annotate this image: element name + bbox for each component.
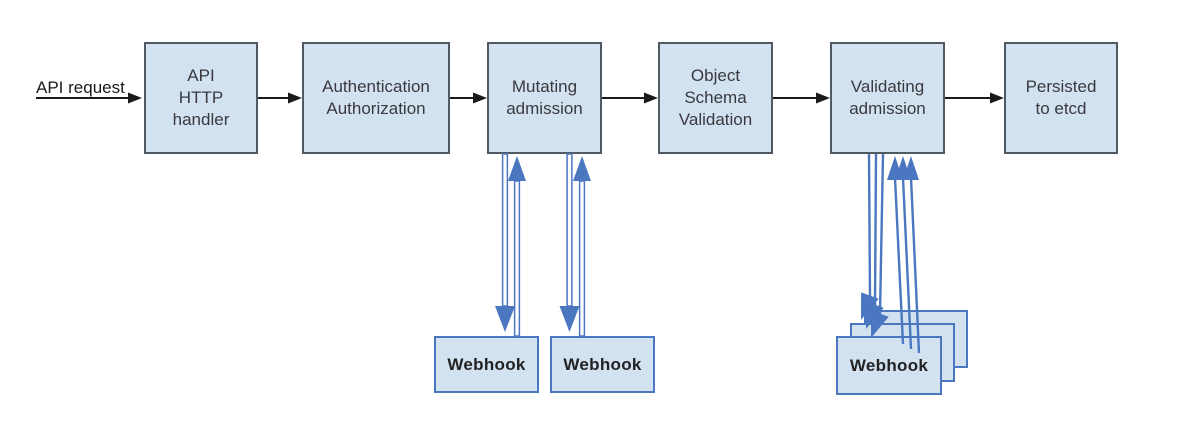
flow-arrow-auth-to-mutating xyxy=(450,92,487,104)
node-label-line: API xyxy=(187,66,215,85)
webhook-label: Webhook xyxy=(563,354,642,374)
flow-arrow-handler-to-auth xyxy=(258,92,302,104)
webhook-label: Webhook xyxy=(849,355,929,375)
api-request-label: API request xyxy=(36,78,125,97)
node-label-line: handler xyxy=(172,110,230,129)
node-validating-admission: Validating admission xyxy=(830,42,945,154)
node-label-line: admission xyxy=(849,99,926,118)
mutating-webhook1-response-arrow-up xyxy=(508,156,526,337)
flow-arrow-validating-to-etcd xyxy=(945,92,1004,104)
mutating-webhook1-request-arrow-down xyxy=(495,153,515,332)
flow-arrow-schema-to-validating xyxy=(773,92,830,104)
node-label-line: Authorization xyxy=(326,99,426,118)
node-label-line: Object xyxy=(690,66,741,85)
node-authentication-authorization: Authentication Authorization xyxy=(302,42,450,154)
node-mutating-admission: Mutating admission xyxy=(487,42,602,154)
webhook-label: Webhook xyxy=(447,354,526,374)
mutating-webhook2-request-arrow-down xyxy=(559,153,580,332)
node-label-line: Validating xyxy=(850,77,925,96)
node-label-line: to etcd xyxy=(1035,99,1087,118)
node-api-http-handler: API HTTP handler xyxy=(144,42,258,154)
node-label-line: Persisted xyxy=(1025,77,1097,96)
mutating-webhook-2: Webhook xyxy=(550,336,655,393)
node-label-line: Schema xyxy=(684,88,747,107)
node-label-line: HTTP xyxy=(178,88,224,107)
node-label-line: Authentication xyxy=(322,77,430,96)
mutating-webhook-1: Webhook xyxy=(434,336,539,393)
node-label-line: Validation xyxy=(678,110,753,129)
node-persisted-to-etcd: Persisted to etcd xyxy=(1004,42,1118,154)
node-object-schema-validation: Object Schema Validation xyxy=(658,42,773,154)
mutating-webhook2-response-arrow-up xyxy=(573,156,591,337)
flow-arrow-mutating-to-schema xyxy=(602,92,658,104)
node-label-line: admission xyxy=(506,99,583,118)
validating-webhook-front: Webhook xyxy=(836,336,942,395)
node-label-line: Mutating xyxy=(511,77,578,96)
